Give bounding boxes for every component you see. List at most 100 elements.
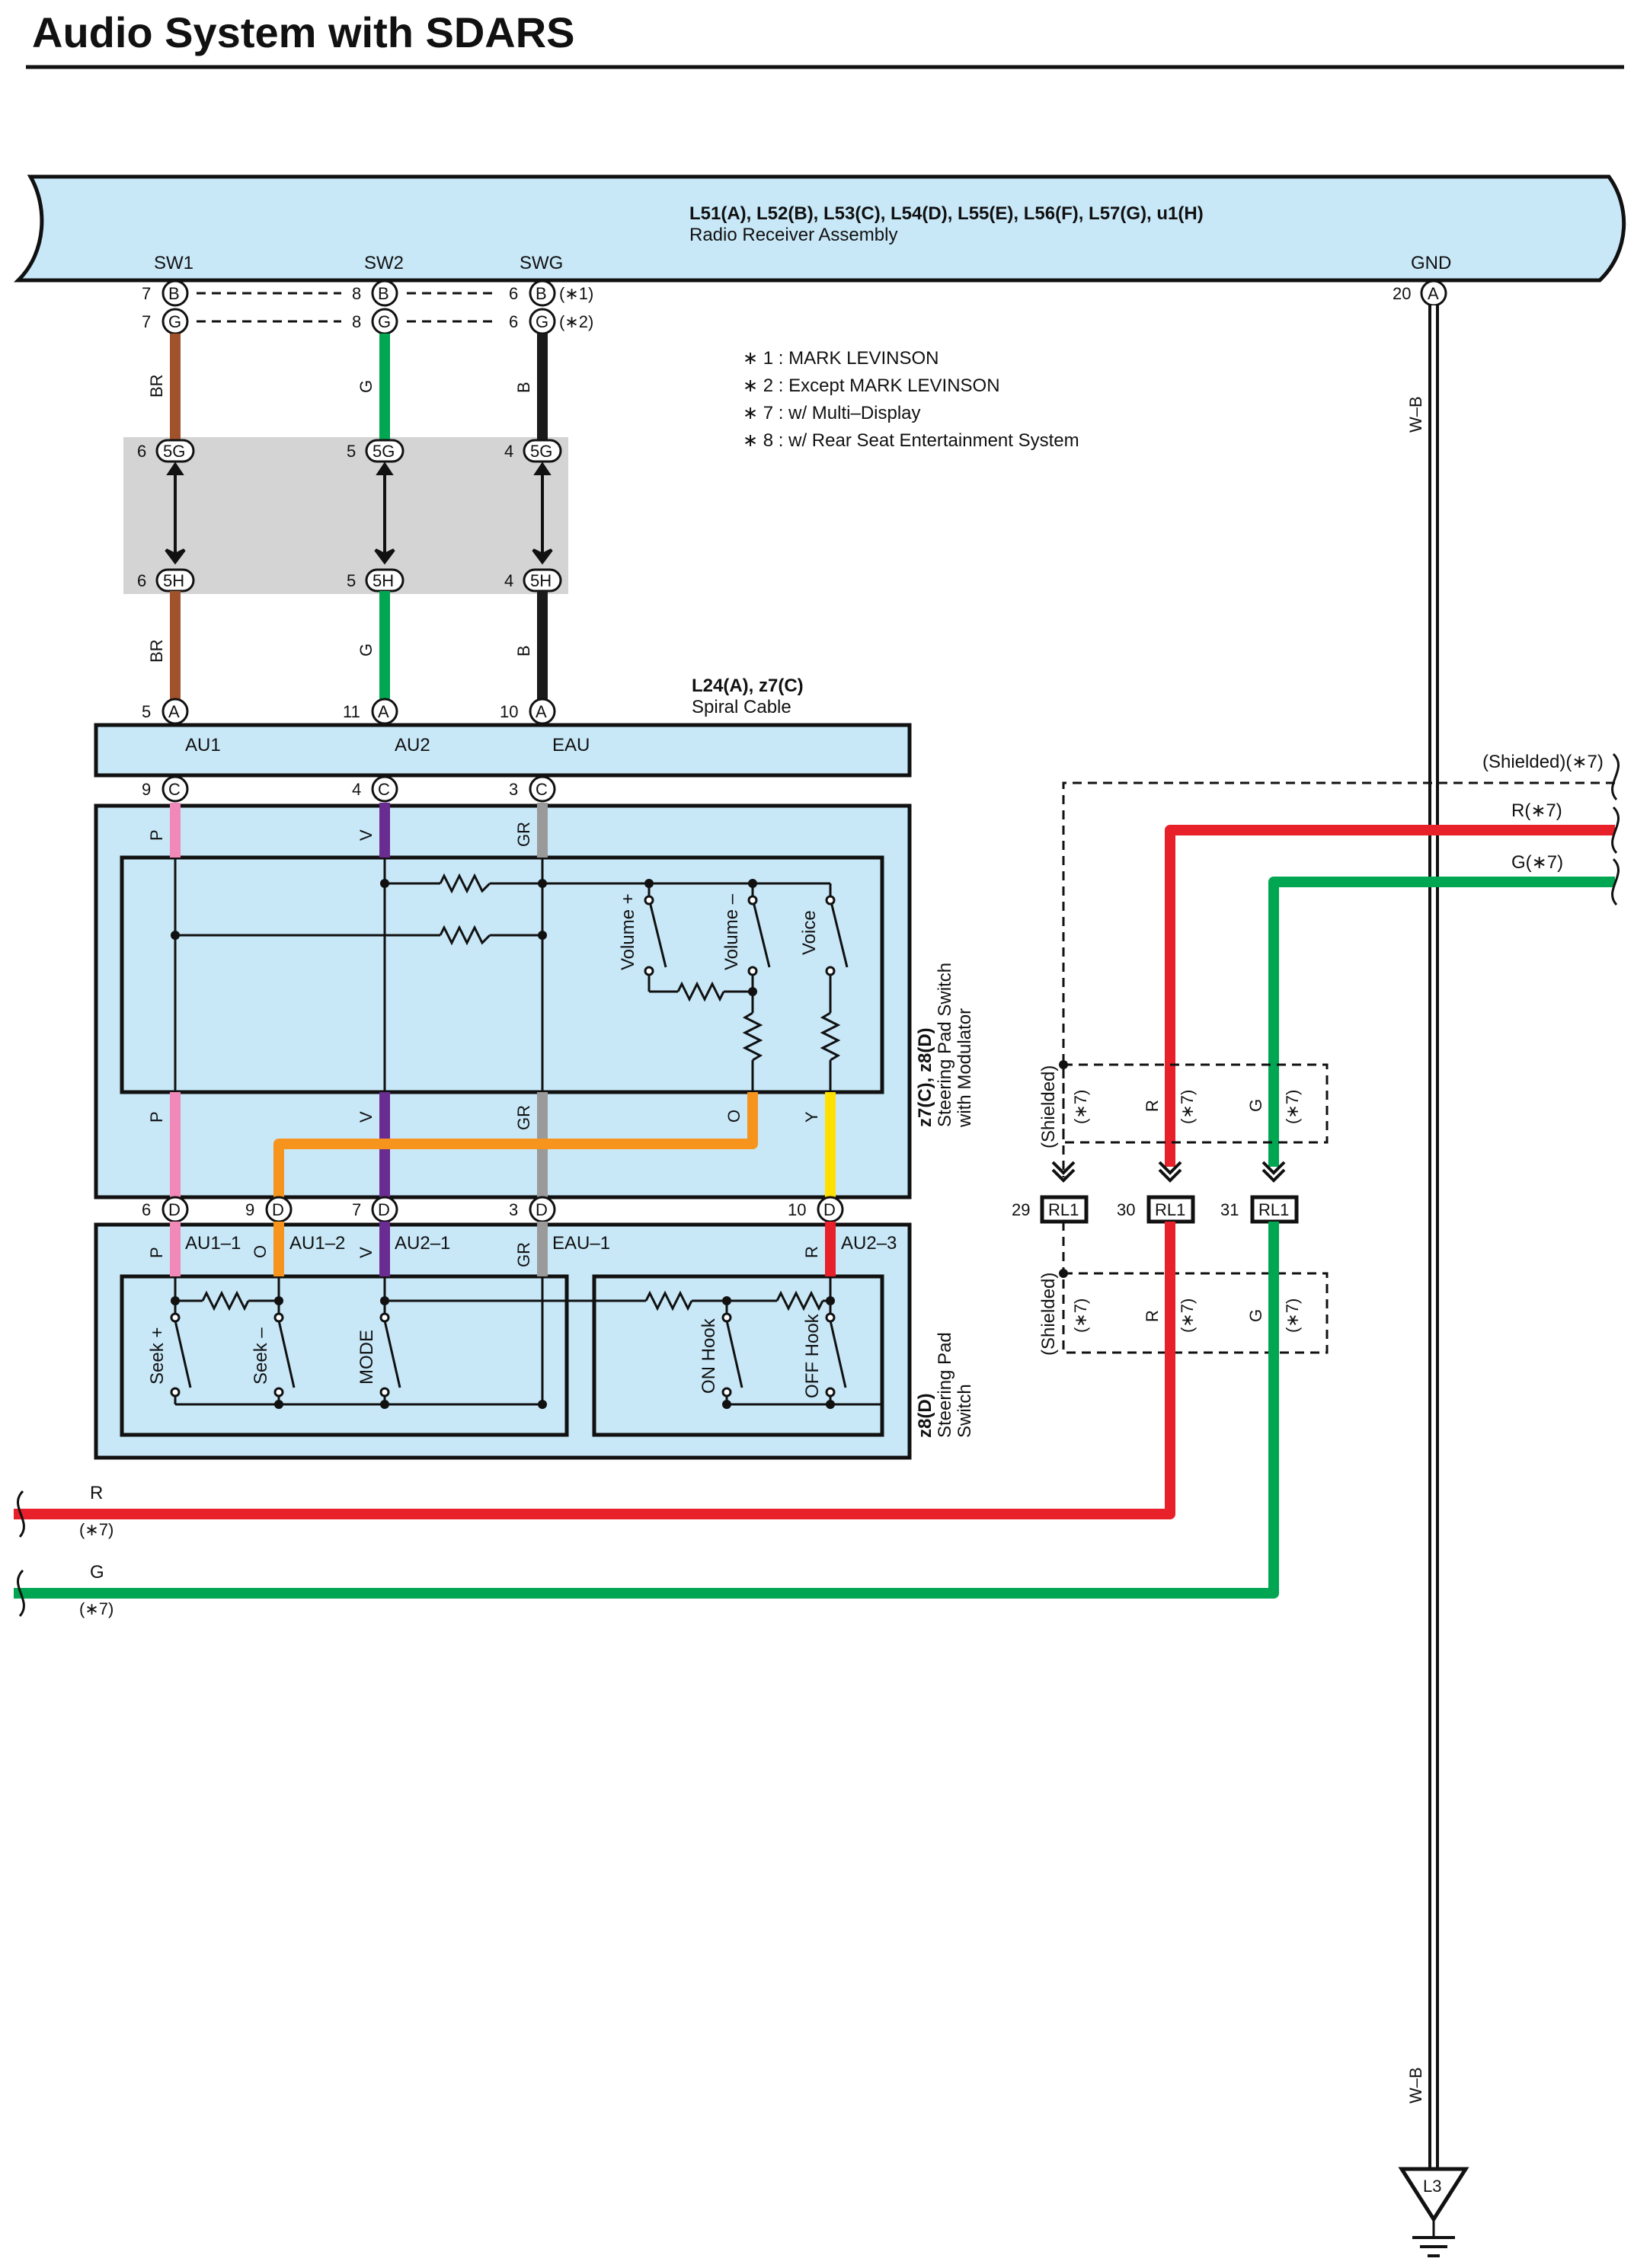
- svg-text:C: C: [168, 780, 181, 799]
- svg-text:A: A: [536, 702, 547, 721]
- terminal-swg: SWG: [520, 253, 563, 273]
- wire-label-b-upper: B: [514, 382, 533, 393]
- shield-box-bottom: [1062, 1272, 1329, 1354]
- shielded-wire: [1062, 781, 1615, 1177]
- break-mark-right-r: [1611, 806, 1620, 854]
- wire-label-r-pad: R: [802, 1246, 821, 1258]
- svg-text:C: C: [536, 780, 548, 799]
- break-mark-right-top: [1611, 752, 1620, 801]
- wire-label-br-upper: BR: [147, 374, 166, 398]
- svg-text:5: 5: [347, 442, 356, 461]
- svg-text:RL1: RL1: [1258, 1200, 1289, 1219]
- left-r-note: (∗7): [79, 1520, 114, 1539]
- shield-box-top: [1062, 1063, 1329, 1144]
- notes-legend: ∗ 1 : MARK LEVINSON ∗ 2 : Except MARK LE…: [743, 348, 1079, 451]
- wire-label-p-pad: P: [147, 1247, 166, 1258]
- shield-note7-c: (∗7): [1283, 1090, 1302, 1124]
- svg-text:(∗2): (∗2): [559, 312, 593, 331]
- switch-label-seek-plus: Seek +: [147, 1327, 168, 1385]
- wire-label-v-pad: V: [357, 1247, 376, 1258]
- terminal-sw2: SW2: [364, 253, 404, 273]
- receiver-name-label: Radio Receiver Assembly: [689, 225, 897, 245]
- svg-text:6: 6: [509, 284, 518, 303]
- modulator-connectors-label: z7(C), z8(D): [915, 1027, 935, 1127]
- shield-note7-f: (∗7): [1283, 1299, 1302, 1333]
- svg-text:6: 6: [142, 1200, 151, 1219]
- terminal-sw1: SW1: [154, 253, 193, 273]
- svg-text:7: 7: [142, 312, 151, 331]
- shielded-note-top: (Shielded)(∗7): [1482, 752, 1604, 772]
- svg-text:8: 8: [352, 312, 361, 331]
- spiral-terminal-au1: AU1: [185, 735, 221, 755]
- wire-label-br-lower: BR: [147, 639, 166, 663]
- g-note-top: G(∗7): [1511, 852, 1563, 873]
- svg-text:A: A: [168, 702, 180, 721]
- svg-text:4: 4: [504, 571, 513, 590]
- switch-label-voice: Voice: [799, 910, 820, 955]
- switch-label-volume-minus: Volume –: [721, 893, 742, 970]
- switch-label-seek-minus: Seek –: [251, 1327, 271, 1385]
- wire-g-long: [14, 1222, 1279, 1599]
- svg-text:G: G: [168, 312, 181, 331]
- switch-label-mode: MODE: [357, 1330, 377, 1385]
- svg-text:4: 4: [504, 442, 513, 461]
- svg-text:4: 4: [352, 780, 361, 799]
- wire-label-o-mod: O: [724, 1110, 743, 1123]
- left-g-label: G: [90, 1562, 104, 1583]
- wire-label-v-mod-bottom: V: [357, 1111, 376, 1123]
- pad-terminal-au1-1: AU1–1: [185, 1233, 241, 1254]
- svg-text:D: D: [168, 1200, 181, 1219]
- gnd-pin-number: 20: [1393, 284, 1411, 303]
- svg-text:5H: 5H: [163, 571, 184, 590]
- svg-text:5: 5: [142, 702, 151, 721]
- pad-switch-name-line1: Steering Pad: [935, 1332, 955, 1438]
- svg-text:∗ 2 : Except MARK LEVINSON: ∗ 2 : Except MARK LEVINSON: [743, 375, 1000, 396]
- left-g-note: (∗7): [79, 1599, 114, 1618]
- svg-text:B: B: [536, 284, 547, 303]
- switch-label-off-hook: OFF Hook: [802, 1313, 823, 1398]
- svg-text:5H: 5H: [530, 571, 552, 590]
- modulator-box: [94, 803, 912, 1199]
- svg-text:6: 6: [137, 571, 146, 590]
- junction-connectors: 5G 6 5G 5 5G 4 5H 6 5H 5 5H 4: [137, 439, 562, 593]
- shield-r-label-bottom: R: [1143, 1310, 1162, 1322]
- svg-text:RL1: RL1: [1155, 1200, 1185, 1219]
- svg-text:5: 5: [347, 571, 356, 590]
- shield-note7-d: (∗7): [1071, 1299, 1090, 1333]
- terminal-gnd: GND: [1411, 253, 1451, 273]
- svg-text:31: 31: [1220, 1200, 1239, 1219]
- pad-terminal-au2-1: AU2–1: [395, 1233, 450, 1254]
- pad-switch-inner-left: [120, 1274, 569, 1437]
- svg-text:A: A: [378, 702, 389, 721]
- spiral-terminal-au2: AU2: [395, 735, 430, 755]
- rl1-connectors: RL1 29 RL1 30 RL1 31: [1012, 1161, 1299, 1224]
- svg-text:D: D: [378, 1200, 390, 1219]
- svg-text:11: 11: [343, 702, 360, 721]
- left-r-label: R: [90, 1483, 103, 1503]
- svg-text:8: 8: [352, 284, 361, 303]
- wire-label-wb-top: W–B: [1406, 396, 1425, 433]
- junction-shade: [123, 437, 568, 594]
- svg-text:30: 30: [1117, 1200, 1135, 1219]
- wire-label-gr-mod-bottom: GR: [514, 1105, 533, 1130]
- wire-label-wb-bottom: W–B: [1406, 2067, 1425, 2103]
- svg-text:(∗1): (∗1): [559, 284, 593, 303]
- ground-symbol: [1398, 2167, 1469, 2257]
- receiver-pins-b: B 7 B 8 B 6 (∗1): [142, 280, 593, 307]
- svg-text:10: 10: [500, 702, 518, 721]
- svg-text:6: 6: [137, 442, 146, 461]
- svg-text:5G: 5G: [163, 442, 185, 461]
- svg-text:B: B: [168, 284, 180, 303]
- svg-text:5G: 5G: [373, 442, 395, 461]
- svg-text:∗ 7 : w/ Multi–Display: ∗ 7 : w/ Multi–Display: [743, 403, 921, 423]
- svg-text:3: 3: [509, 780, 518, 799]
- diagram-title: Audio System with SDARS: [32, 8, 575, 56]
- modulator-name-line1: Steering Pad Switch: [935, 963, 955, 1127]
- gnd-conn-letter: A: [1428, 284, 1439, 303]
- shield-note7-b: (∗7): [1178, 1090, 1197, 1124]
- wire-label-g-lower: G: [357, 644, 376, 656]
- wire-label-b-lower: B: [514, 645, 533, 656]
- wire-label-o-pad: O: [251, 1245, 270, 1258]
- wire-label-g-upper: G: [357, 380, 376, 393]
